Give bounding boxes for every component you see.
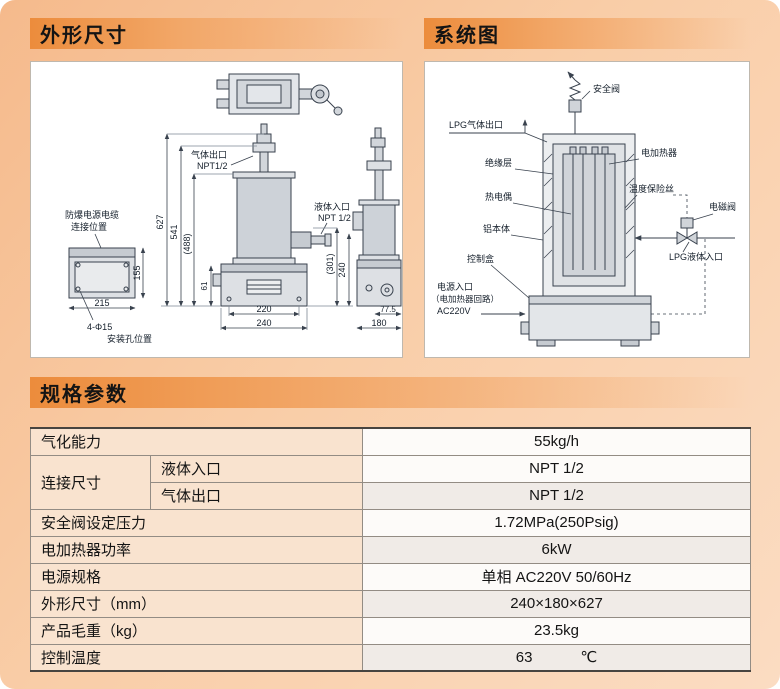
spec-value-gas-outlet: NPT 1/2: [362, 481, 752, 510]
spec-label-heater-power: 电加热器功率: [29, 535, 364, 564]
spec-label-gross-weight: 产品毛重（kg）: [29, 616, 364, 645]
table-row: 产品毛重（kg） 23.5kg: [29, 616, 752, 645]
thermocouple-label: 热电偶: [485, 191, 512, 202]
mount-hole-label: 安装孔位置: [107, 333, 152, 344]
liquid-inlet-npt-label: NPT 1/2: [318, 213, 351, 223]
spec-sublabel-liquid-inlet: 液体入口: [149, 454, 364, 483]
solenoid-valve-label: 电磁阀: [709, 201, 736, 212]
power-inlet-label-line2: （电加热器回路）: [431, 294, 499, 304]
vaporizer-vessel: [542, 133, 636, 297]
dimensions-drawing: 气体出口 NPT1/2 液体入口 NPT 1/2 防爆电源电缆 连接位置 4-Φ…: [65, 73, 402, 344]
lpg-gas-outlet-label: LPG气体出口: [449, 119, 503, 130]
control-wiring: [651, 194, 706, 315]
spec-value-heater-power: 6kW: [362, 535, 752, 564]
cable-label-line1: 防爆电源电缆: [65, 209, 119, 220]
table-row: 连接尺寸 液体入口 NPT 1/2: [30, 454, 752, 510]
system-title: 系统图: [434, 25, 500, 47]
dim-77-5: 77.5: [380, 305, 396, 314]
leader-lines: [79, 155, 328, 321]
liquid-inlet-label: 液体入口: [314, 201, 350, 212]
spec-value-outer-dimensions: 240×180×627: [362, 589, 752, 618]
table-row: 控制温度 63 ℃: [29, 643, 752, 672]
cable-label-line2: 连接位置: [71, 221, 107, 232]
dim-61: 61: [200, 281, 209, 290]
electric-heater-label: 电加热器: [641, 147, 677, 158]
power-inlet-label-line3: AC220V: [437, 306, 471, 316]
gas-outlet-npt-label: NPT1/2: [197, 161, 228, 171]
table-row: 电加热器功率 6kW: [29, 535, 752, 564]
spec-value-liquid-inlet: NPT 1/2: [362, 454, 752, 483]
system-leader-lines: [490, 158, 714, 299]
safety-valve-label: 安全阀: [593, 83, 620, 94]
dim-627: 627: [155, 214, 165, 229]
control-box: [520, 295, 660, 347]
spec-value-control-temperature: 63 ℃: [362, 643, 752, 672]
mount-hole-spec-label: 4-Φ15: [87, 322, 112, 332]
dim-240-right: 240: [337, 262, 347, 277]
table-row: 安全阀设定压力 1.72MPa(250Psig): [29, 508, 752, 537]
front-view: [212, 123, 332, 307]
spec-value-safety-valve-pressure: 1.72MPa(250Psig): [362, 508, 752, 537]
liquid-inlet-pipe: [634, 217, 735, 245]
gas-outlet-line: [449, 119, 548, 143]
system-diagram: 安全阀 LPG气体出口 电加热器 绝缘层 热电偶 温度保险丝 电磁阀 铝本体 L…: [431, 71, 736, 347]
dim-240-bottom: 240: [256, 318, 271, 328]
gas-outlet-label: 气体出口: [191, 149, 227, 160]
control-temperature-unit: ℃: [580, 649, 598, 667]
safety-valve-symbol: [567, 71, 591, 134]
system-diagram-panel: 安全阀 LPG气体出口 电加热器 绝缘层 热电偶 温度保险丝 电磁阀 铝本体 L…: [424, 61, 750, 358]
dim-215: 215: [94, 298, 109, 308]
spec-label-control-temperature: 控制温度: [29, 643, 364, 672]
dim-220: 220: [256, 304, 271, 314]
heater-rods: [569, 146, 609, 270]
table-row: 气化能力 55kg/h: [29, 427, 752, 456]
dim-155: 155: [132, 265, 142, 280]
table-row: 外形尺寸（mm） 240×180×627: [29, 589, 752, 618]
lpg-liquid-inlet-label: LPG液体入口: [669, 251, 723, 262]
dim-488: (488): [182, 233, 192, 254]
table-row: 气体出口 NPT 1/2: [31, 481, 752, 510]
spec-label-safety-valve-pressure: 安全阀设定压力: [29, 508, 364, 537]
dimension-lines: [68, 133, 402, 331]
dimensions-drawing-panel: 气体出口 NPT1/2 液体入口 NPT 1/2 防爆电源电缆 连接位置 4-Φ…: [30, 61, 403, 358]
dimensions-title: 外形尺寸: [40, 25, 128, 47]
spec-label-vaporization-capacity: 气化能力: [29, 427, 364, 456]
control-temperature-number: 63: [515, 649, 533, 667]
spec-sublabel-gas-outlet: 气体出口: [149, 481, 364, 510]
spec-table: 气化能力 55kg/h 连接尺寸 液体入口 NPT 1/2 气体出口 NPT 1…: [29, 427, 752, 672]
dim-541: 541: [169, 224, 179, 239]
dim-180: 180: [371, 318, 386, 328]
aluminum-body-label: 铝本体: [483, 223, 510, 234]
specs-title: 规格参数: [40, 384, 128, 406]
top-view: [216, 73, 343, 116]
spec-value-vaporization-capacity: 55kg/h: [362, 427, 752, 456]
spec-value-power-spec: 单相 AC220V 50/60Hz: [362, 562, 752, 591]
dim-301: (301): [325, 253, 335, 274]
section-header-system: 系统图: [424, 18, 750, 49]
table-row: 电源规格 单相 AC220V 50/60Hz: [29, 562, 752, 591]
spec-label-outer-dimensions: 外形尺寸（mm）: [29, 589, 364, 618]
cable-plate-detail-view: [68, 247, 136, 299]
insulation-layer-label: 绝缘层: [485, 157, 512, 168]
spec-value-gross-weight: 23.5kg: [362, 616, 752, 645]
section-header-specs: 规格参数: [30, 377, 750, 408]
section-header-dimensions: 外形尺寸: [30, 18, 403, 49]
temp-fuse-label: 温度保险丝: [629, 183, 674, 194]
spec-label-power-spec: 电源规格: [29, 562, 364, 591]
spec-label-connection-size: 连接尺寸: [30, 454, 151, 510]
power-inlet-label-line1: 电源入口: [437, 281, 473, 292]
control-box-label: 控制盒: [467, 253, 494, 264]
side-view: [352, 127, 402, 307]
